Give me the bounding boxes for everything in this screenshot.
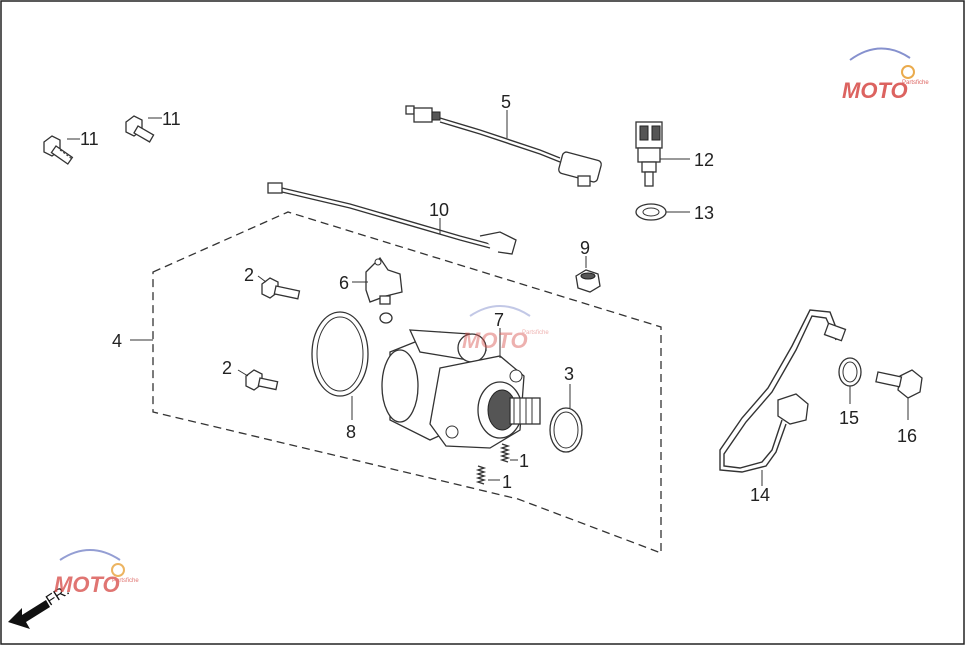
watermark-logo-top-right: MOTO Partsfiche [842, 47, 929, 103]
switch-12 [635, 121, 690, 187]
callout-8: 8 [346, 422, 356, 442]
bolt-2a [257, 275, 301, 300]
callout-9: 9 [580, 238, 590, 258]
callout-2a: 2 [244, 265, 254, 285]
callout-13: 13 [694, 203, 714, 223]
sensor-5 [405, 105, 602, 187]
callout-3: 3 [564, 364, 574, 384]
callout-14: 14 [750, 485, 770, 505]
callout-1b: 1 [502, 472, 512, 492]
callout-6: 6 [339, 273, 349, 293]
harness-14 [719, 309, 847, 486]
oring-3 [549, 384, 583, 453]
callout-7: 7 [494, 310, 504, 330]
callout-15: 15 [839, 408, 859, 428]
oring-8 [311, 311, 369, 420]
callout-11a: 11 [80, 129, 99, 149]
bolt-11b [125, 115, 162, 143]
callout-16: 16 [897, 426, 917, 446]
assembly-boundary [152, 211, 662, 554]
callout-1a: 1 [519, 451, 529, 471]
callout-12: 12 [694, 150, 714, 170]
callout-11b: 11 [162, 109, 181, 129]
watermark-subtext-top: Partsfiche [902, 80, 929, 86]
starter-motor-7 [381, 328, 541, 449]
cable-10 [267, 182, 517, 255]
watermark-logo-bottom-left: MOTO Partsfiche [54, 549, 139, 597]
washer-13 [635, 203, 690, 221]
callout-10: 10 [429, 200, 449, 220]
watermark-subtext-bottom: Partsfiche [112, 578, 139, 584]
bolt-16 [875, 369, 923, 420]
washer-15 [838, 357, 862, 404]
watermark-logo-center: MOTO Partsfiche [462, 305, 549, 353]
bolt-2b [237, 369, 279, 391]
callout-2b: 2 [222, 358, 232, 378]
watermark-text-top: MOTO [842, 78, 908, 103]
bracket-6 [352, 256, 403, 324]
watermark-text-center: MOTO [462, 328, 528, 353]
spring-1b [475, 465, 500, 485]
callout-4: 4 [112, 331, 122, 351]
callout-5: 5 [501, 92, 511, 112]
bolt-11a [43, 135, 80, 165]
nut-9 [575, 256, 601, 293]
watermark-subtext-center: Partsfiche [522, 330, 549, 336]
spring-1a [499, 443, 518, 463]
watermark-text-bottom: MOTO [54, 572, 120, 597]
